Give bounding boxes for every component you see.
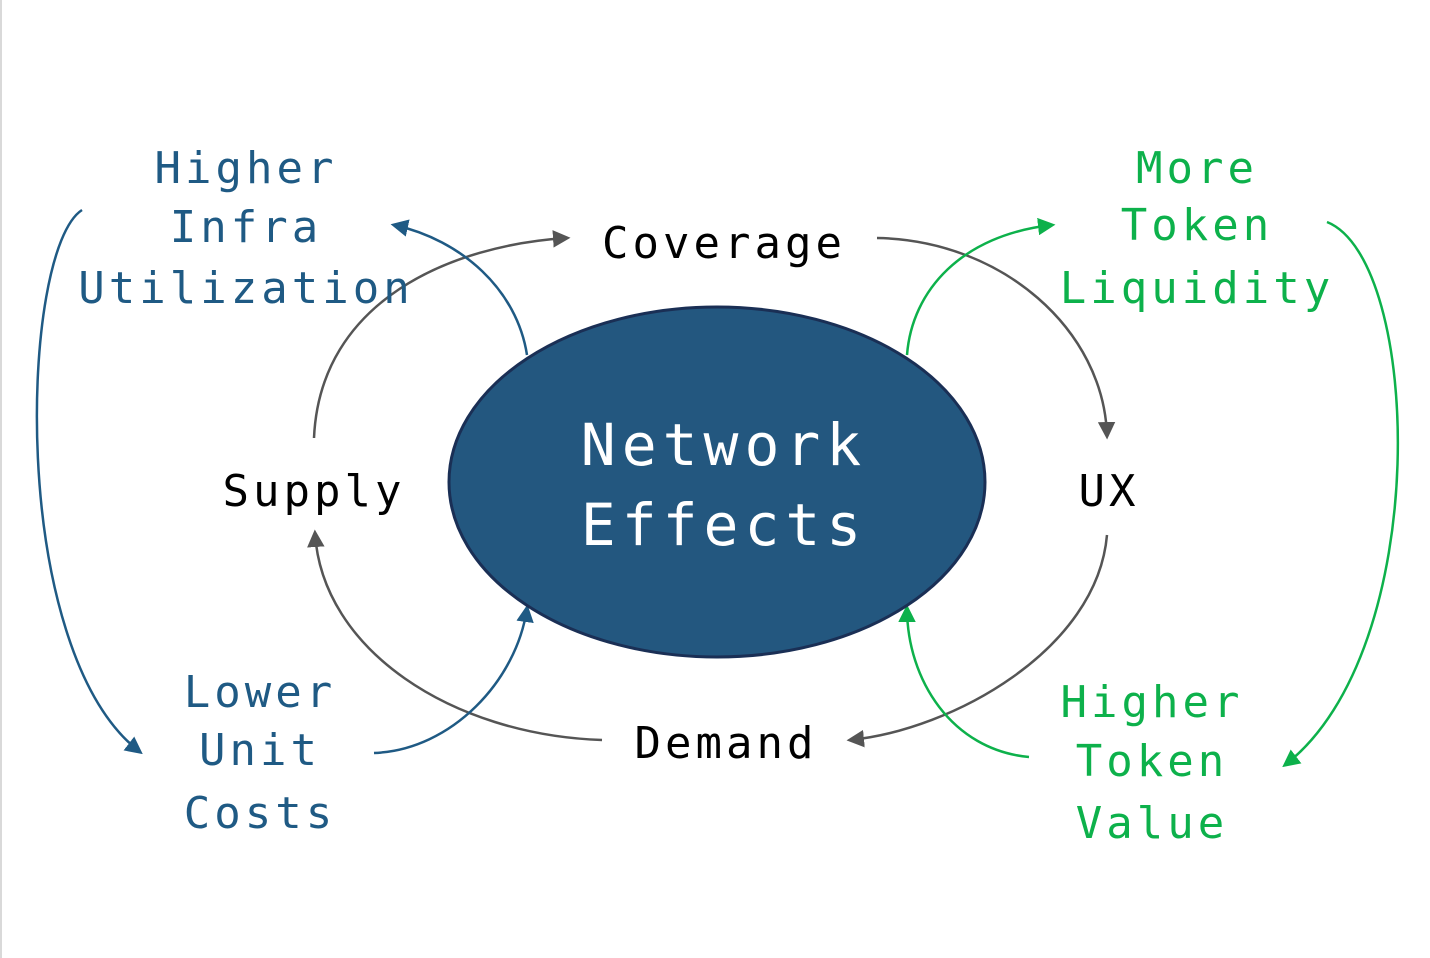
arrow-liquidity-to-value — [1282, 220, 1400, 768]
arrow-supply-to-coverage — [312, 230, 571, 439]
core-label-line-2: Effects — [581, 491, 867, 559]
label-line: Token — [1076, 736, 1228, 787]
label-line: Unit — [199, 725, 321, 776]
arrow-ux-to-demand — [846, 534, 1109, 748]
label-line: Liquidity — [1060, 263, 1334, 314]
core-label-line-1: Network — [581, 411, 867, 479]
arrow-value-to-core — [898, 604, 1030, 759]
arrow-infra-to-costs — [35, 208, 143, 755]
label-line: Costs — [184, 788, 336, 839]
node-supply: Supply — [223, 466, 406, 517]
label-more-token-liquidity: More Token Liquidity — [1060, 143, 1334, 314]
label-line: Lower — [184, 667, 336, 718]
arrow-core-to-liquidity — [905, 217, 1056, 356]
arrow-coverage-to-ux — [876, 236, 1116, 440]
label-line: Infra — [170, 202, 322, 253]
label-lower-unit-costs: Lower Unit Costs — [184, 667, 336, 839]
label-line: Utilization — [78, 263, 413, 314]
node-demand: Demand — [635, 718, 818, 769]
label-higher-infra-utilization: Higher Infra Utilization — [78, 143, 413, 314]
node-coverage: Coverage — [602, 218, 846, 269]
arrow-core-to-infra — [390, 219, 529, 356]
label-line: Token — [1121, 200, 1273, 251]
label-line: Higher — [1061, 677, 1244, 728]
label-line: More — [1136, 143, 1258, 194]
node-ux: UX — [1079, 466, 1140, 517]
label-higher-token-value: Higher Token Value — [1061, 677, 1244, 849]
label-line: Value — [1076, 798, 1228, 849]
arrow-demand-to-supply — [307, 529, 603, 742]
arrow-costs-to-core — [373, 604, 534, 755]
network-effects-core — [447, 305, 987, 659]
label-line: Higher — [155, 143, 338, 194]
